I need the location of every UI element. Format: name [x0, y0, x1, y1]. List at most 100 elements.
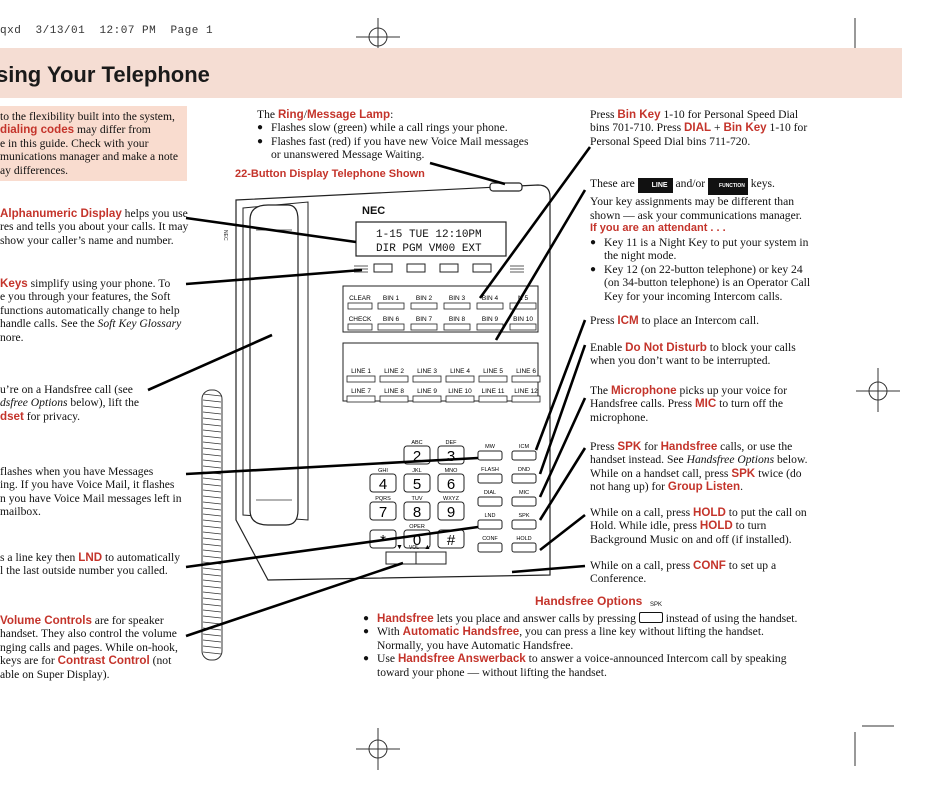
line-key-label: LINE 4: [450, 368, 470, 375]
dial-digit: 2: [413, 448, 421, 465]
title-band: [0, 48, 902, 98]
bin-key-label: BIN 7: [416, 316, 433, 323]
softkeys-text: Keys simplify using your phone. To e you…: [0, 277, 182, 344]
func-key[interactable]: [511, 519, 537, 530]
bin-key-label-button[interactable]: [410, 323, 438, 331]
spk-text: Press SPK for Handsfree calls, or use th…: [590, 440, 808, 494]
line-key-label-button[interactable]: [379, 375, 409, 383]
dial-key[interactable]: [403, 445, 431, 465]
line-key-label-button[interactable]: [478, 395, 508, 403]
func-key-label: LND: [484, 513, 495, 519]
dial-key[interactable]: [437, 501, 465, 521]
bin-key-label: BIN 9: [482, 316, 499, 323]
func-key[interactable]: [511, 473, 537, 484]
dial-letters: GHI: [378, 468, 388, 474]
lcd-line-2: DIR PGM VM00 EXT: [376, 243, 482, 255]
func-key[interactable]: [511, 450, 537, 461]
bin-key-label-button[interactable]: [410, 302, 438, 310]
dial-digit: 0: [413, 532, 421, 549]
dial-key[interactable]: [437, 473, 465, 493]
func-key[interactable]: [477, 542, 503, 553]
func-key[interactable]: [477, 519, 503, 530]
func-key-label: ICM: [519, 444, 530, 450]
line-key-label-button[interactable]: [346, 395, 376, 403]
line-key-label-button[interactable]: [445, 395, 475, 403]
line-key-label-button[interactable]: [478, 375, 508, 383]
dial-digit: 9: [447, 504, 455, 521]
dial-letters: PQRS: [375, 496, 391, 502]
func-key-label: MW: [485, 444, 496, 450]
function-key-tag: FUNCTION: [708, 178, 748, 196]
bin-key-label-button[interactable]: [509, 323, 537, 331]
conf-text: While on a call, press CONF to set up a …: [590, 559, 777, 586]
lcd-display: [355, 221, 507, 257]
attendant-heading: If you are an attendant . . .: [590, 222, 726, 234]
bin-key-label: BIN 4: [482, 295, 499, 302]
left-key-button[interactable]: [347, 323, 373, 331]
bin-key-label-button[interactable]: [443, 302, 471, 310]
line-key-label-button[interactable]: [346, 375, 376, 383]
bin-key-label-button[interactable]: [509, 302, 537, 310]
soft-keys[interactable]: [373, 263, 492, 273]
dial-digit: 5: [413, 476, 421, 493]
dial-letters: JKL: [412, 468, 421, 474]
func-key[interactable]: [477, 450, 503, 461]
side-label: NEC: [222, 230, 228, 241]
telephone-illustration: NEC NEC 1-15 TUE 12:10PM DIR PGM VM00 EX…: [201, 182, 551, 661]
bin-key-label: N 5: [518, 295, 529, 302]
attendant-list: Key 11 is a Night Key to put your system…: [590, 236, 840, 303]
dial-digit: 7: [379, 504, 387, 521]
dial-key[interactable]: [403, 501, 431, 521]
vol-down-icon: ▼: [396, 544, 403, 551]
dial-digit: #: [447, 532, 456, 549]
dial-letters: MNO: [445, 468, 459, 474]
display-text: Alphanumeric Display helps you use res a…: [0, 207, 189, 247]
left-key-label: CLEAR: [349, 295, 371, 302]
bin-key-label-button[interactable]: [476, 302, 504, 310]
intro-text: to the flexibility built into the system…: [0, 110, 179, 177]
func-key[interactable]: [477, 473, 503, 484]
func-key-label: DND: [518, 467, 530, 473]
spk-key-icon: [638, 612, 663, 623]
spk-tag: SPK: [650, 602, 663, 608]
note-box: [0, 106, 187, 181]
dial-pad[interactable]: 2ABC3DEF4GHI5JKL6MNO7PQRS8TUV9WXYZ*0OPER…: [369, 440, 465, 549]
bin-key-label-button[interactable]: [377, 302, 405, 310]
slug-line: qxd 3/13/01 12:07 PM Page 1: [0, 25, 214, 37]
line-key-label-button[interactable]: [379, 395, 409, 403]
bin-key-label-button[interactable]: [377, 323, 405, 331]
dial-key[interactable]: [403, 473, 431, 493]
line-key-label-button[interactable]: [445, 375, 475, 383]
handsfree-options-list: Handsfree lets you place and answer call…: [363, 612, 823, 679]
volume-text: Volume Controls are for speaker handset.…: [0, 614, 178, 681]
func-key-label: MIC: [519, 490, 529, 496]
line-key-label: LINE 3: [417, 368, 437, 375]
line-key-label: LINE 6: [516, 368, 536, 375]
left-key-button[interactable]: [347, 302, 373, 310]
line-key-label-button[interactable]: [412, 375, 442, 383]
bin-key-label-button[interactable]: [443, 323, 471, 331]
line-key-label: LINE 10: [448, 388, 472, 395]
func-key[interactable]: [511, 496, 537, 507]
bin-key-label: BIN 1: [383, 295, 400, 302]
func-key[interactable]: [511, 542, 537, 553]
line-key-label: LINE 2: [384, 368, 404, 375]
line-key-label-button[interactable]: [511, 375, 541, 383]
line-key-label: LINE 7: [351, 388, 371, 395]
handsfree-options-heading: Handsfree Options: [535, 594, 643, 608]
line-key-label-button[interactable]: [412, 395, 442, 403]
dial-letters: OPER: [409, 524, 425, 530]
line-key-label: LINE 11: [481, 388, 504, 395]
vol-up-icon: ▲: [424, 544, 431, 551]
line-key-label: LINE 8: [384, 388, 404, 395]
handset-text: u’re on a Handsfree call (see dsfree Opt…: [0, 383, 140, 423]
dial-key[interactable]: [369, 501, 397, 521]
func-key-label: HOLD: [516, 536, 531, 542]
line-key-label-button[interactable]: [511, 395, 541, 403]
dial-key[interactable]: [369, 473, 397, 493]
func-key[interactable]: [477, 496, 503, 507]
line-key-label: LINE 9: [417, 388, 437, 395]
